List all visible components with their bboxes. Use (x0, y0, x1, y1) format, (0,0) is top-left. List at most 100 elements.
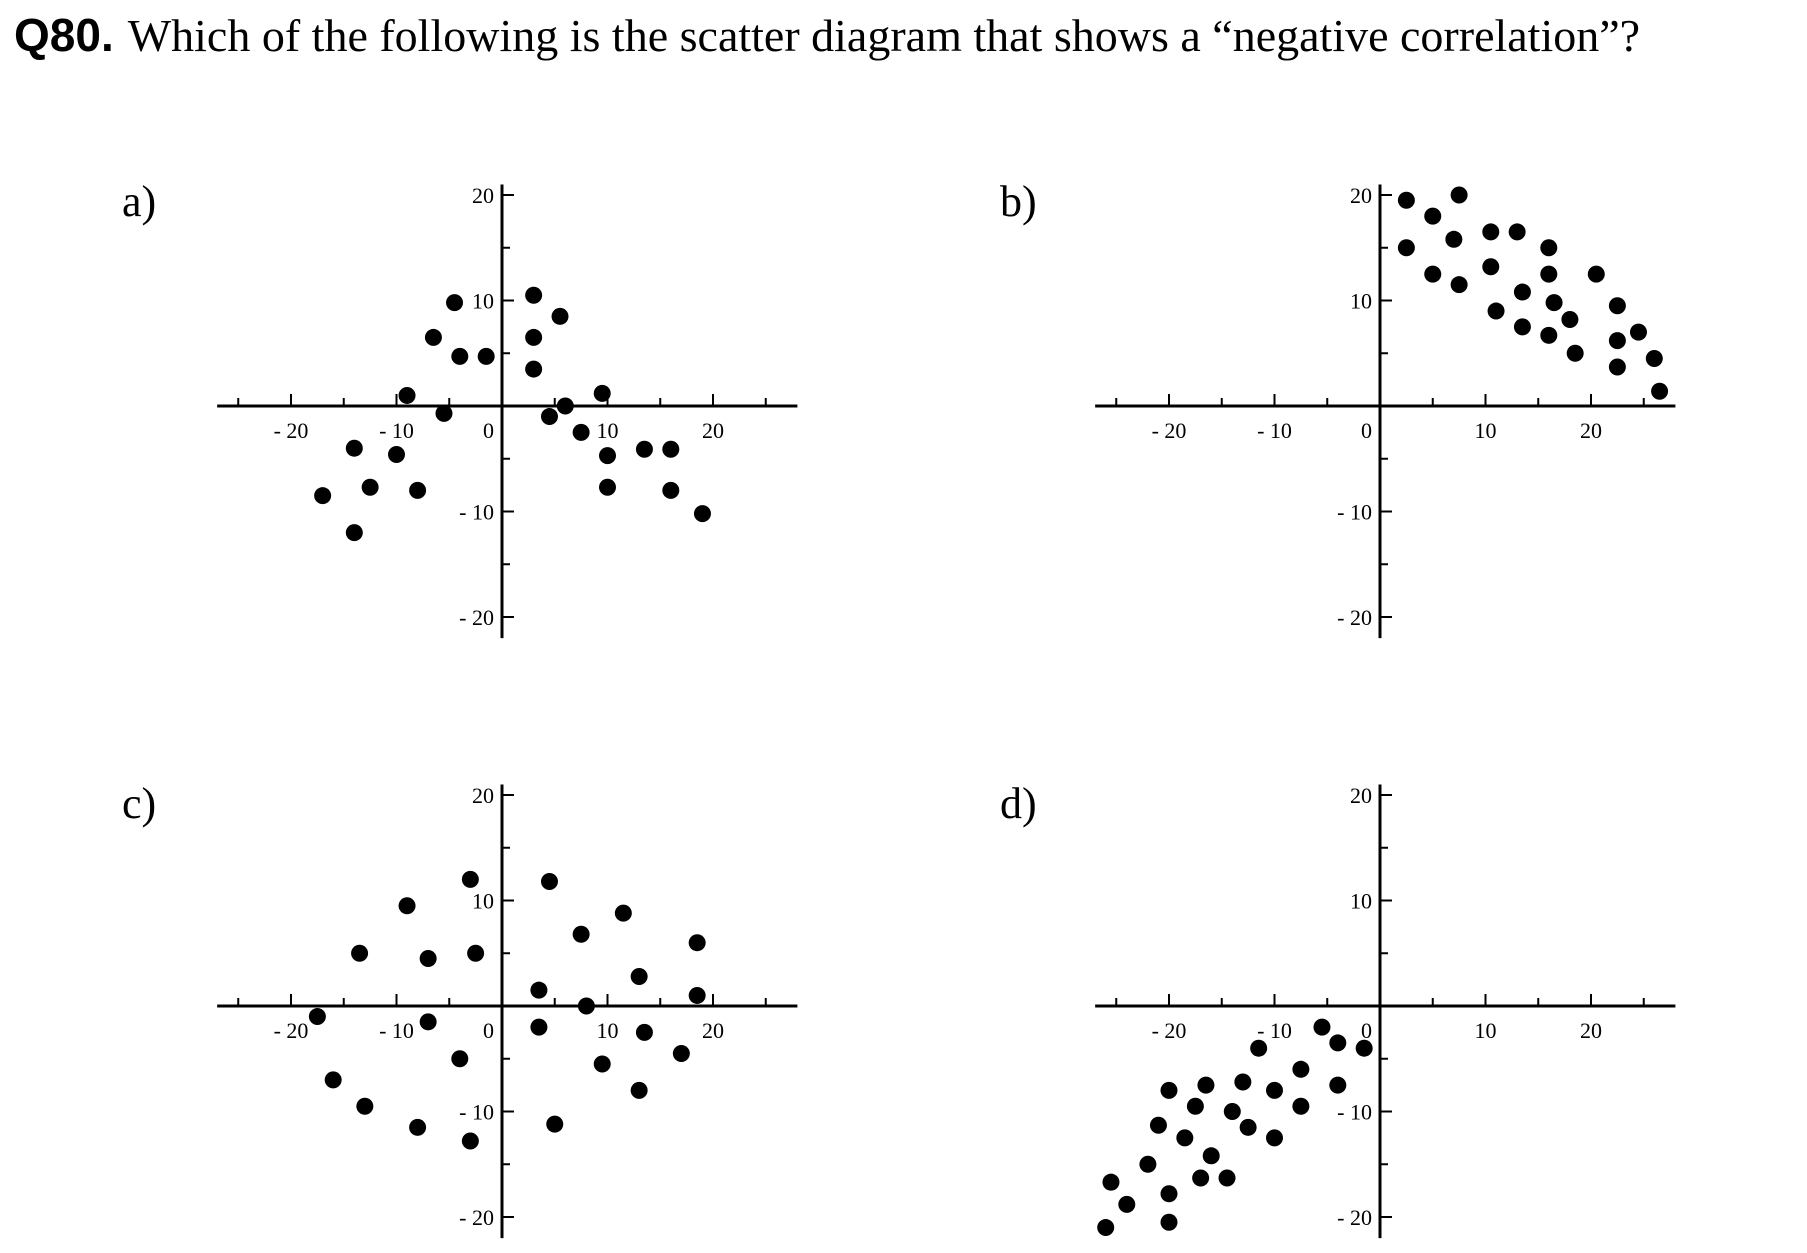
scatter-point (1234, 1073, 1252, 1091)
scatter-point (398, 386, 416, 404)
x-tick-label: 10 (1475, 418, 1497, 443)
scatter-point (467, 944, 485, 962)
scatter-point (1424, 265, 1442, 283)
scatter-point (308, 1008, 326, 1026)
scatter-point (688, 986, 706, 1004)
scatter-point (388, 446, 405, 464)
origin-label: 0 (1361, 1018, 1372, 1043)
scatter-point (1118, 1195, 1136, 1213)
scatter-point (1160, 1081, 1178, 1099)
scatter-point (314, 487, 332, 505)
panel-d-label: d) (1000, 779, 1037, 828)
scatter-point (1545, 294, 1563, 312)
scatter-point (1487, 302, 1505, 320)
x-tick-label: 20 (702, 418, 724, 443)
y-tick-label: 20 (1350, 183, 1372, 208)
scatter-point (424, 328, 442, 346)
origin-label: 0 (483, 1018, 494, 1043)
scatter-point (1608, 297, 1626, 315)
scatter-point (1149, 1116, 1167, 1134)
scatter-point (1645, 350, 1663, 368)
x-tick-label: - 20 (1152, 1018, 1187, 1043)
scatter-point (540, 408, 558, 426)
x-tick-label: - 10 (379, 1018, 414, 1043)
scatter-point (556, 397, 574, 415)
scatter-point (525, 360, 543, 378)
scatter-point (1176, 1129, 1194, 1147)
scatter-point (1160, 1185, 1178, 1203)
scatter-point (1513, 283, 1531, 301)
scatter-point (1540, 239, 1558, 257)
x-tick-label: 10 (1475, 1018, 1497, 1043)
panel-c-label: c) (122, 779, 157, 828)
scatter-point (419, 950, 437, 968)
panel-a-label: a) (122, 177, 157, 226)
scatter-point (477, 347, 495, 365)
question-number: Q80. (14, 9, 114, 61)
scatter-point (1508, 223, 1526, 241)
scatter-point (361, 478, 379, 496)
scatter-point (593, 1055, 611, 1073)
scatter-point (1540, 326, 1558, 344)
y-tick-label: - 20 (1337, 605, 1372, 630)
scatter-point (1329, 1034, 1347, 1052)
scatter-point (1192, 1169, 1210, 1187)
scatter-point (693, 505, 711, 523)
x-tick-label: - 20 (274, 1018, 309, 1043)
scatter-point (614, 904, 632, 922)
scatter-point (1397, 191, 1415, 209)
scatter-point (1629, 323, 1647, 341)
scatter-point (672, 1044, 690, 1062)
scatter-point (1202, 1147, 1220, 1165)
scatter-point (356, 1097, 374, 1115)
scatter-point (451, 1050, 469, 1068)
y-tick-label: - 10 (1337, 1100, 1372, 1125)
origin-label: 0 (1361, 418, 1372, 443)
scatter-point (572, 925, 590, 943)
y-tick-label: 20 (472, 783, 494, 808)
scatter-point (1513, 318, 1531, 336)
scatter-point (525, 286, 543, 304)
scatter-point (324, 1071, 342, 1089)
x-tick-label: 10 (597, 1018, 619, 1043)
scatter-point (461, 1132, 479, 1150)
y-tick-label: 10 (1350, 889, 1372, 914)
scatter-point (1397, 239, 1415, 257)
scatter-point (1355, 1039, 1373, 1057)
origin-label: 0 (483, 418, 494, 443)
x-tick-label: 20 (1580, 418, 1602, 443)
scatter-point (593, 384, 611, 402)
scatter-point (409, 481, 427, 499)
x-tick-label: 20 (1580, 1018, 1602, 1043)
panel-b-label: b) (1000, 177, 1037, 226)
y-tick-label: - 20 (1337, 1205, 1372, 1230)
scatter-point (662, 440, 680, 458)
y-tick-label: - 10 (459, 500, 494, 525)
x-tick-label: - 20 (1152, 418, 1187, 443)
scatter-point (1482, 258, 1500, 276)
scatter-point (435, 404, 453, 422)
scatter-point (1445, 230, 1463, 248)
y-tick-label: 20 (472, 183, 494, 208)
scatter-point (1608, 332, 1626, 350)
scatter-point (551, 307, 569, 325)
question-heading: Q80.Which of the following is the scatte… (14, 8, 1640, 62)
x-tick-label: - 10 (379, 418, 414, 443)
scatter-point (630, 967, 648, 985)
scatter-point (1266, 1081, 1283, 1099)
scatter-point (546, 1115, 564, 1133)
scatter-point (577, 997, 595, 1015)
scatter-point (599, 447, 616, 465)
scatter-point (1292, 1097, 1310, 1115)
y-tick-label: - 10 (1337, 500, 1372, 525)
scatter-point (572, 423, 590, 441)
scatter-point (351, 944, 369, 962)
scatter-point (1561, 310, 1579, 328)
scatter-point (635, 440, 653, 458)
scatter-point (1292, 1060, 1310, 1078)
scatter-point (1102, 1173, 1120, 1191)
